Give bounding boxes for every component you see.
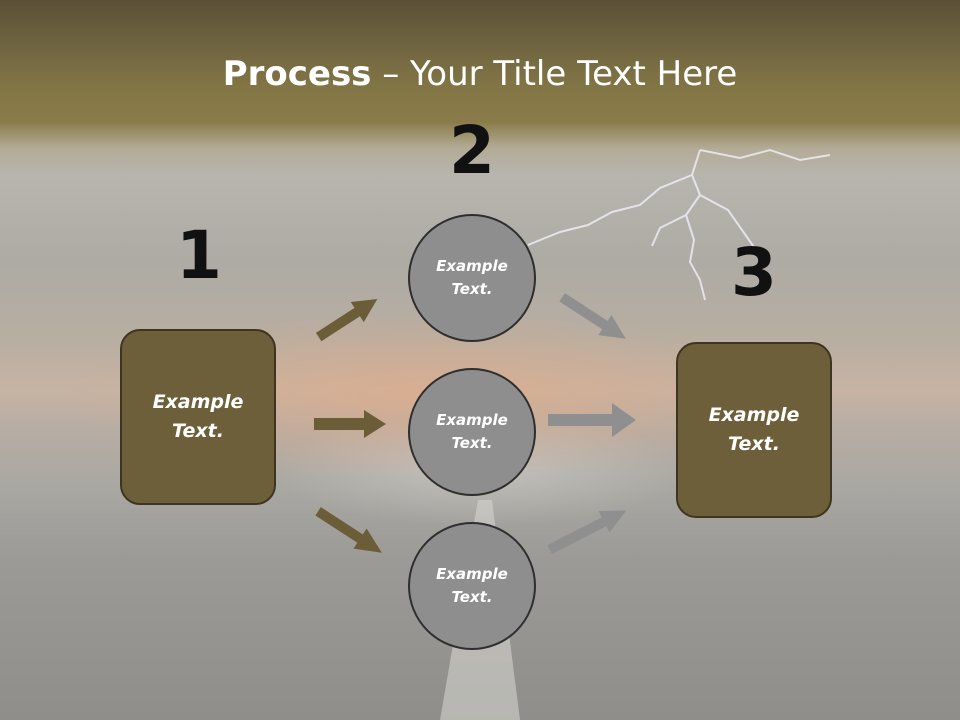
step-2-circle-middle: Example Text. (408, 368, 536, 496)
circle-top-line2: Text. (451, 280, 493, 298)
arrow-middle-to-right (548, 403, 636, 437)
arrow-top-to-right (559, 293, 626, 339)
circle-top-line1: Example (436, 257, 508, 275)
step-1-box: Example Text. (120, 329, 276, 505)
step-2-circle-top: Example Text. (408, 214, 536, 342)
page-title: Process – Your Title Text Here (0, 52, 960, 96)
step-number-1: 1 (176, 217, 222, 294)
circle-middle-line1: Example (436, 411, 508, 429)
step-3-box-line2: Text. (728, 433, 780, 455)
arrow-left-to-top (315, 298, 378, 342)
step-3-box: Example Text. (676, 342, 832, 518)
title-bold: Process (222, 54, 372, 94)
step-1-box-line2: Text. (172, 420, 224, 442)
right-arrows (547, 293, 636, 554)
circle-bottom-line1: Example (436, 565, 508, 583)
step-3-box-line1: Example (708, 404, 800, 426)
arrow-left-to-bottom (315, 507, 382, 553)
arrow-bottom-to-right (547, 510, 627, 554)
left-arrows (314, 298, 386, 553)
title-rest: – Your Title Text Here (371, 54, 738, 94)
step-number-2: 2 (449, 112, 495, 189)
step-1-box-line1: Example (152, 391, 244, 413)
arrow-left-to-middle (314, 410, 386, 438)
circle-middle-line2: Text. (451, 434, 493, 452)
circle-bottom-line2: Text. (451, 588, 493, 606)
step-number-3: 3 (731, 234, 777, 311)
step-2-circle-bottom: Example Text. (408, 522, 536, 650)
